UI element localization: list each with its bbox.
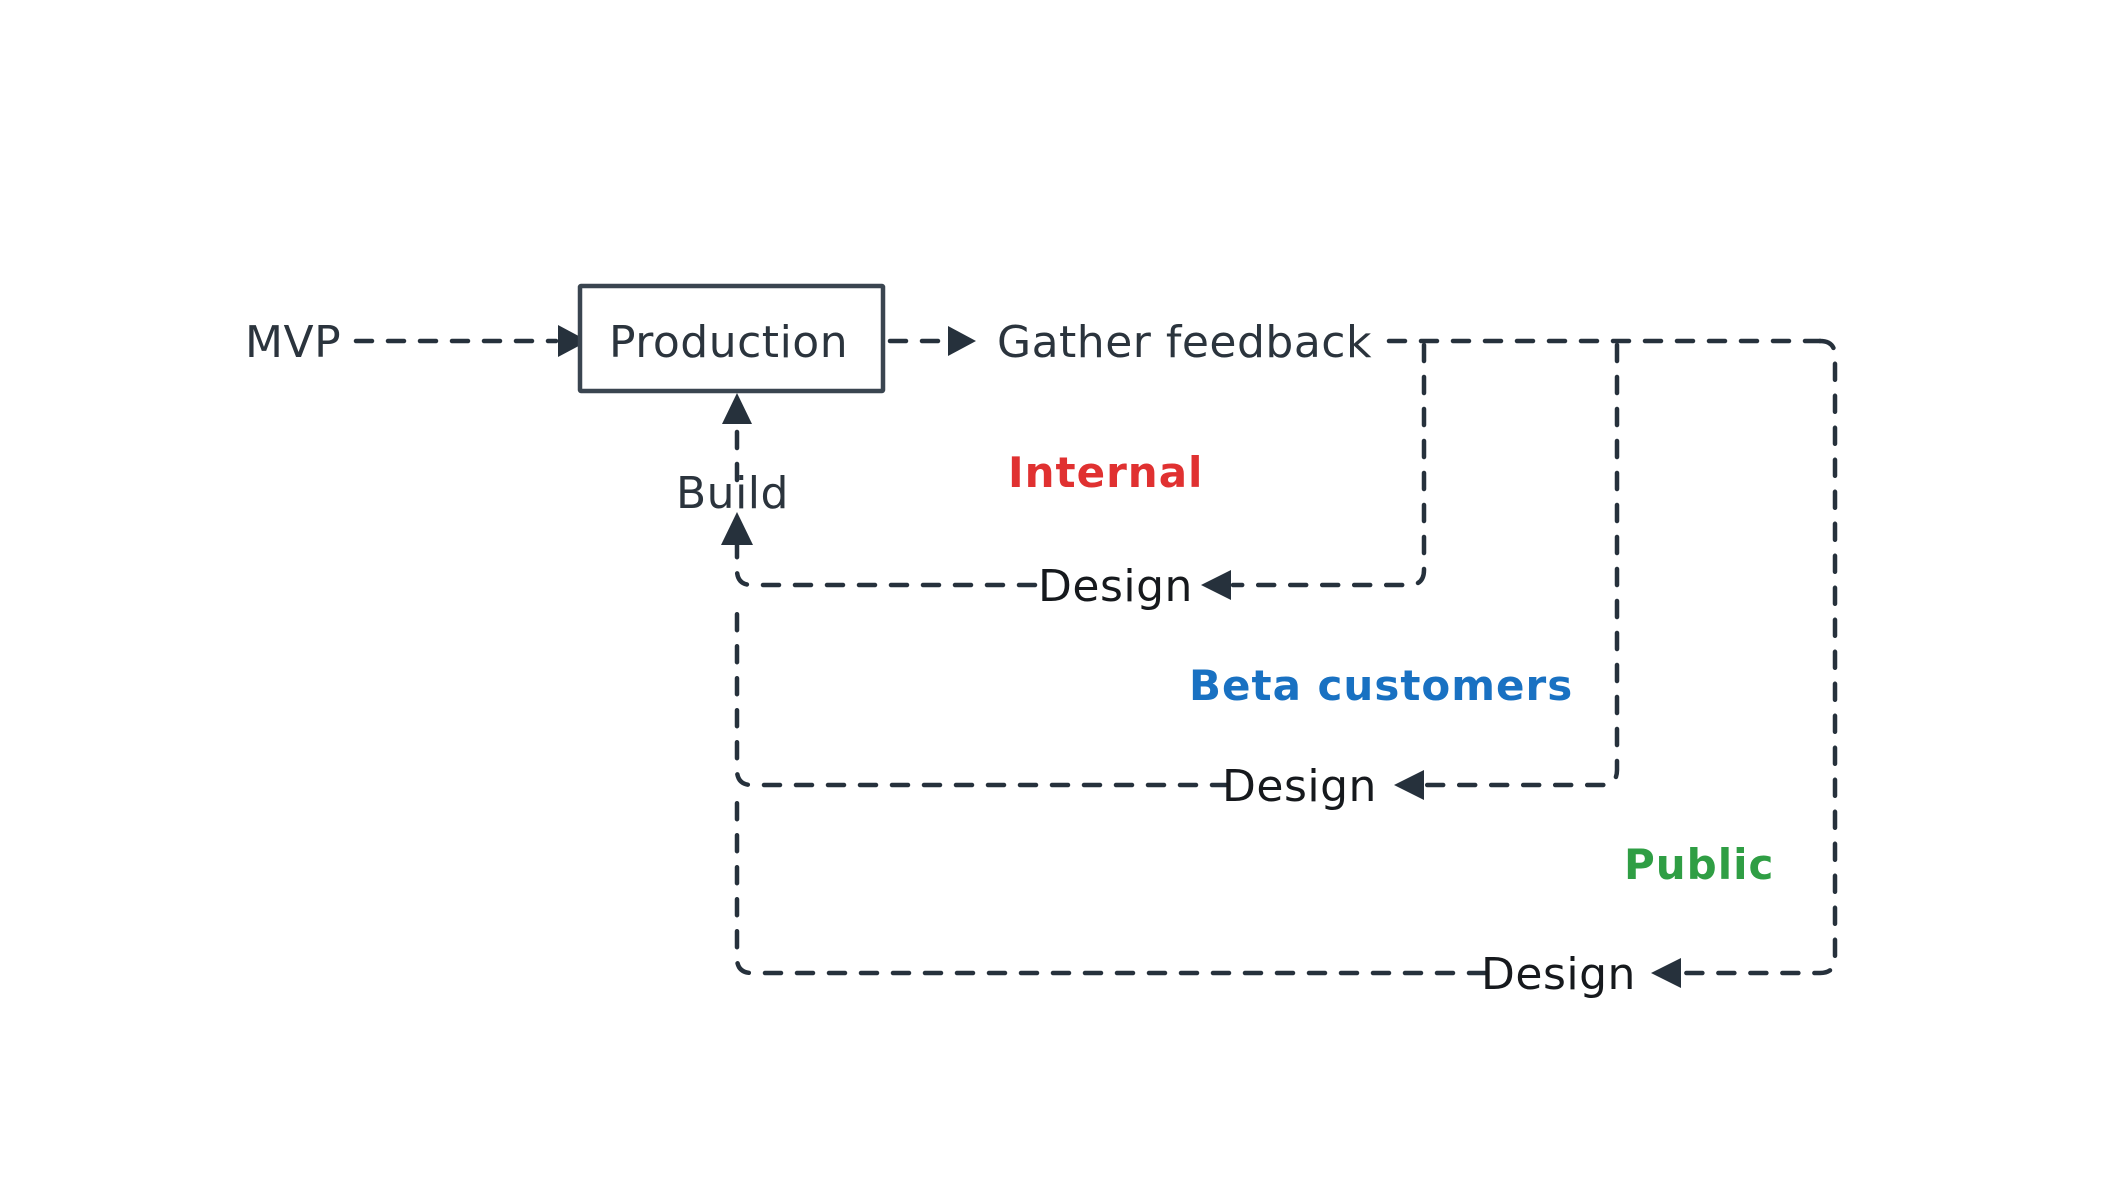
arrowhead-design-internal — [1201, 570, 1231, 600]
label-group-internal: Internal — [1008, 448, 1203, 497]
production-box[interactable] — [577, 283, 886, 394]
label-design-public: Design — [1481, 949, 1636, 1000]
label-design-internal: Design — [1038, 561, 1193, 612]
edge-branch-public — [1680, 338, 1838, 976]
label-production: Production — [609, 317, 848, 368]
edge-design-internal-to-rail — [734, 542, 1038, 588]
label-build: Build — [676, 468, 789, 519]
edge-branch-beta — [1423, 342, 1620, 788]
arrowhead-design-beta — [1394, 770, 1424, 800]
label-design-beta: Design — [1222, 761, 1377, 812]
edge-design-public-to-rail — [734, 797, 1488, 976]
edge-branch-internal — [1230, 342, 1427, 588]
arrowhead-mvp-to-production — [558, 325, 588, 357]
label-gather-feedback: Gather feedback — [997, 317, 1372, 368]
arrowhead-design-public — [1651, 958, 1681, 988]
label-group-beta: Beta customers — [1189, 661, 1573, 710]
arrowhead-production-to-gather — [948, 326, 976, 356]
label-group-public: Public — [1624, 840, 1774, 889]
edge-design-beta-to-rail — [734, 597, 1231, 788]
arrowhead-build-to-production — [722, 393, 752, 424]
label-mvp: MVP — [245, 317, 341, 368]
arrowhead-build-lower — [721, 512, 753, 545]
